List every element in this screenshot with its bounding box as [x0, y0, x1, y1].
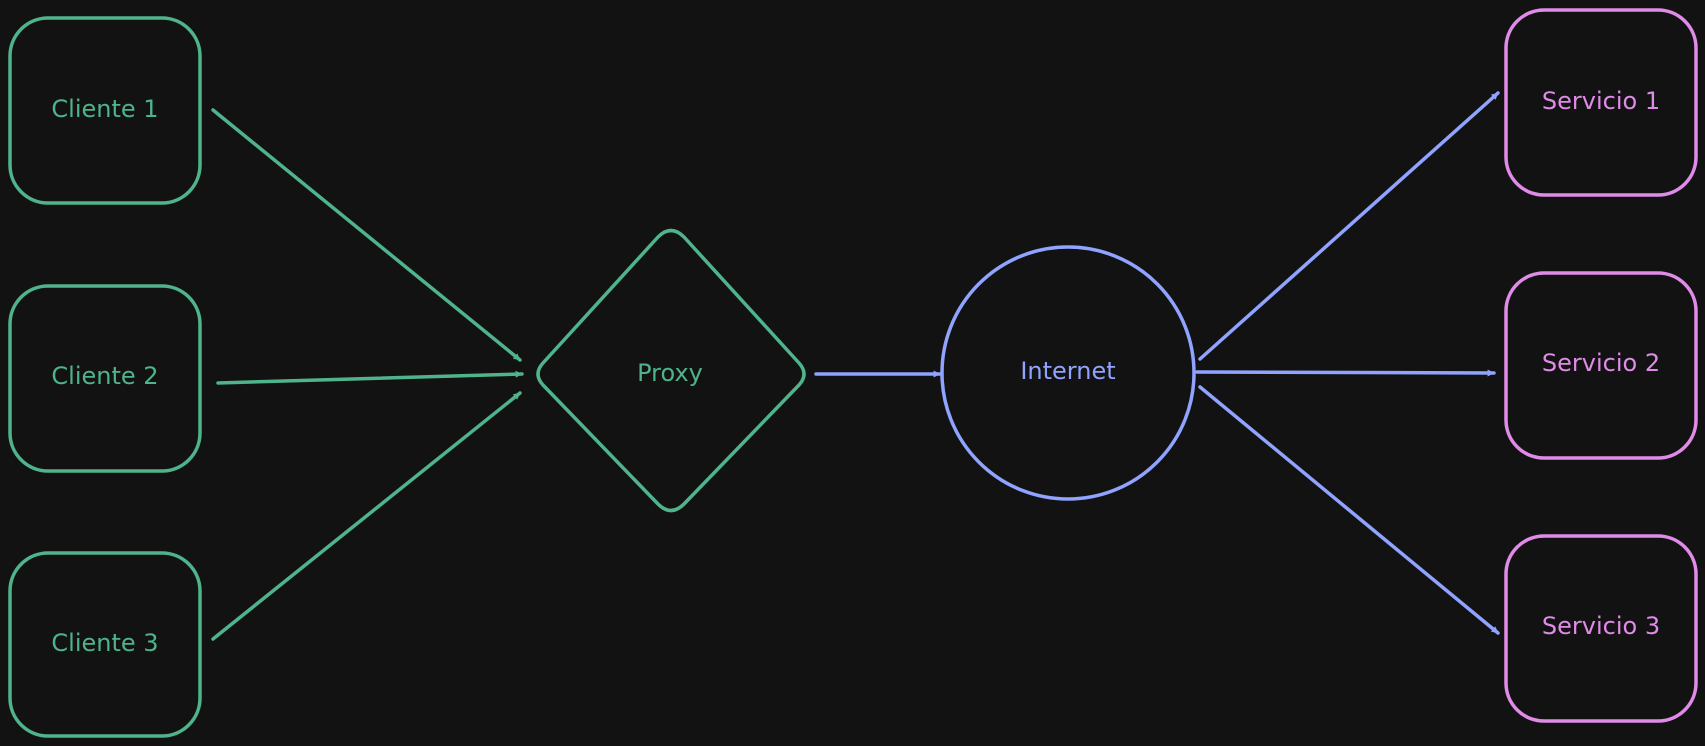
node-servicio-3: Servicio 3 [1504, 534, 1698, 723]
cliente-3-label: Cliente 3 [51, 629, 158, 657]
servicio-3-label: Servicio 3 [1542, 612, 1660, 640]
servicio-1-label: Servicio 1 [1542, 87, 1660, 115]
edge-internet-servicio2 [1195, 369, 1496, 377]
servicio-1-box [1504, 8, 1698, 197]
node-cliente-1: Cliente 1 [8, 16, 202, 205]
cliente-1-label: Cliente 1 [51, 95, 158, 123]
cliente-2-box [8, 284, 202, 473]
cliente-3-box [8, 551, 202, 738]
cliente-2-label: Cliente 2 [51, 362, 158, 390]
proxy-diamond [536, 228, 806, 513]
node-cliente-2: Cliente 2 [8, 284, 202, 473]
edge-internet-servicio1 [1198, 91, 1500, 361]
internet-circle [940, 245, 1196, 501]
node-servicio-2: Servicio 2 [1504, 271, 1698, 460]
edge-internet-servicio3 [1198, 385, 1500, 635]
node-servicio-1: Servicio 1 [1504, 8, 1698, 197]
edge-cliente1-proxy [211, 108, 522, 362]
internet-label: Internet [1020, 357, 1115, 385]
edge-cliente2-proxy [216, 370, 524, 385]
node-internet: Internet [940, 245, 1196, 501]
edges [211, 91, 1500, 641]
cliente-1-box [8, 16, 202, 205]
proxy-label: Proxy [637, 359, 703, 387]
node-proxy: Proxy [536, 228, 806, 513]
node-cliente-3: Cliente 3 [8, 551, 202, 738]
edge-cliente3-proxy [211, 391, 522, 641]
servicio-3-box [1504, 534, 1698, 723]
servicio-2-label: Servicio 2 [1542, 349, 1660, 377]
servicio-2-box [1504, 271, 1698, 460]
